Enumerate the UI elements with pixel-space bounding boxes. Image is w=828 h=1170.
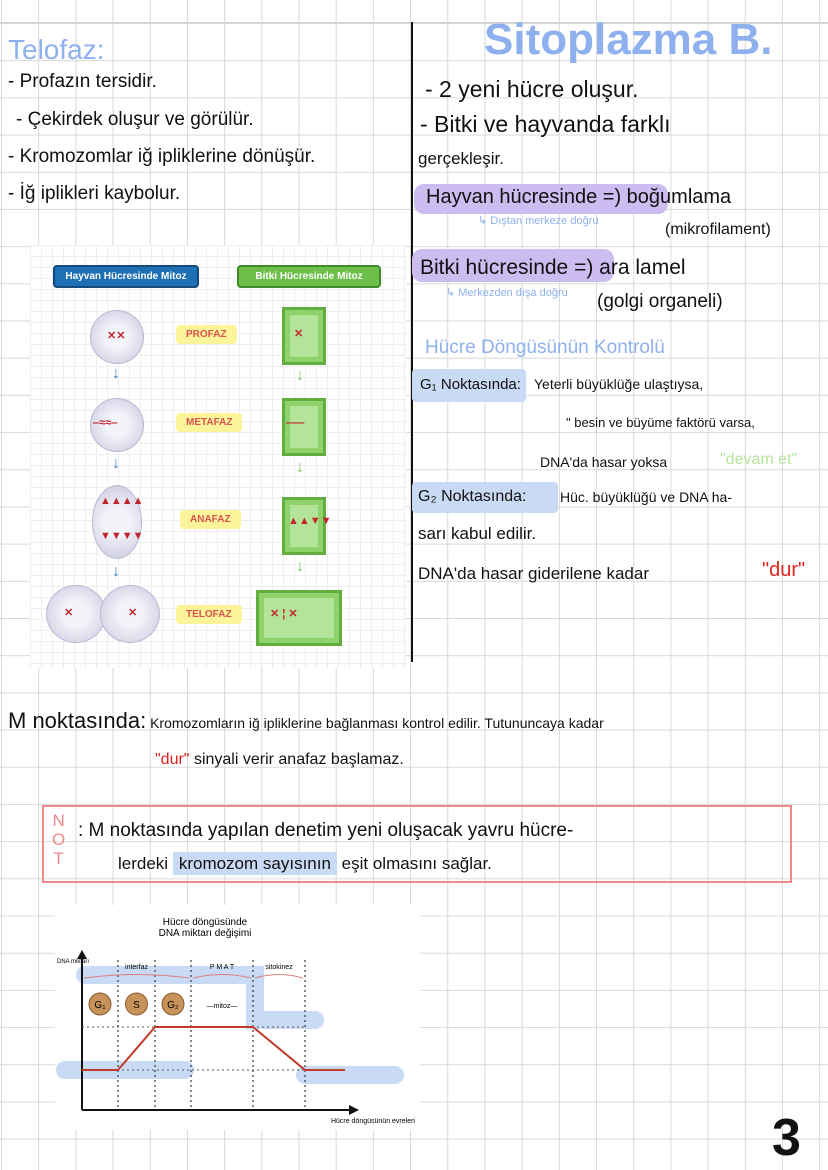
m-point-label: M noktasında: bbox=[8, 708, 147, 733]
g1-text3: DNA'da hasar yoksa bbox=[540, 454, 668, 470]
phase-circle-label: S bbox=[133, 1000, 140, 1011]
chart-title: Hücre döngüsünde bbox=[163, 917, 248, 928]
animal-cell-metafaz bbox=[90, 398, 144, 452]
phase-label-anafaz: ANAFAZ bbox=[180, 510, 241, 529]
plant-cell-profaz bbox=[282, 307, 326, 365]
x-axis-label: Hücre döngüsünün evreleri bbox=[331, 1118, 415, 1125]
dna-chart: Hücre döngüsünde DNA miktarı değişimi DN… bbox=[55, 905, 420, 1130]
down-arrow-icon: ↓ bbox=[112, 455, 120, 472]
m-point-text: Kromozomların iğ ipliklerine bağlanması … bbox=[150, 715, 604, 731]
highlight bbox=[412, 249, 614, 282]
text-line: - Bitki ve hayvanda farklı bbox=[420, 111, 671, 137]
note-label: N O T bbox=[52, 811, 66, 868]
g2-label: G₂ Noktasında: bbox=[418, 488, 527, 505]
down-arrow-icon: ↓ bbox=[296, 459, 304, 476]
phase-label-telofaz: TELOFAZ bbox=[176, 605, 242, 624]
plant-cell-telofaz bbox=[256, 590, 342, 646]
down-arrow-icon: ↓ bbox=[112, 563, 120, 580]
phase-circle bbox=[125, 992, 148, 1016]
g1-text: Yeterli büyüklüğe ulaştıysa, bbox=[534, 376, 704, 392]
animal-cell-telofaz-right bbox=[100, 585, 160, 643]
dur-text: "dur" bbox=[762, 559, 806, 581]
animal-header: Hayvan Hücresinde Mitoz bbox=[53, 265, 199, 288]
top-border bbox=[0, 22, 828, 23]
m-point-line: M noktasında: Kromozomların iğ iplikleri… bbox=[8, 710, 604, 732]
column-divider bbox=[411, 22, 413, 662]
plant-cell-anafaz bbox=[282, 497, 326, 555]
mitosis-figure: Hayvan Hücresinde Mitoz Bitki Hücresinde… bbox=[30, 245, 406, 668]
g2-text2: sarı kabul edilir. bbox=[418, 524, 537, 543]
brace bbox=[83, 974, 190, 979]
g1-text2: " besin ve büyüme faktörü varsa, bbox=[566, 415, 755, 430]
highlight bbox=[412, 369, 526, 402]
phase-circle-label: G₂ bbox=[167, 1000, 179, 1011]
plant-division-text: Bitki hücresinde =) ara lamel bbox=[420, 256, 686, 279]
chart-title-2: DNA miktarı değişimi bbox=[159, 928, 252, 939]
phase-group-label: interfaz bbox=[125, 964, 148, 971]
phase-circle-label: G₁ bbox=[94, 1000, 106, 1011]
y-axis-label: DNA miktarı bbox=[57, 959, 89, 965]
animal-note: ↳ Dıştan merkeze doğru bbox=[478, 215, 599, 227]
animal-paren: (mikrofilament) bbox=[665, 221, 771, 238]
g2-text: Hüc. büyüklüğü ve DNA ha- bbox=[560, 489, 732, 505]
sitoplazma-title: Sitoplazma B. bbox=[484, 15, 773, 64]
list-item: - Kromozomlar iğ ipliklerine dönüşür. bbox=[8, 146, 316, 167]
plant-cell-metafaz bbox=[282, 398, 326, 456]
note-text-2: lerdeki kromozom sayısının eşit olmasını… bbox=[118, 852, 492, 875]
highlight bbox=[412, 482, 558, 513]
text-line: - 2 yeni hücre oluşur. bbox=[425, 76, 639, 102]
plant-paren: (golgi organeli) bbox=[597, 291, 723, 312]
animal-cell-anafaz bbox=[92, 485, 142, 559]
animal-division-text: Hayvan hücresinde =) boğumlama bbox=[426, 186, 732, 208]
y-axis-arrow-icon bbox=[77, 950, 87, 959]
mitoz-label: —mitoz— bbox=[207, 1003, 238, 1010]
phase-group-label: sitokinez bbox=[265, 964, 293, 971]
telofaz-title: Telofaz: bbox=[8, 34, 105, 65]
note-text-1: : M noktasında yapılan denetim yeni oluş… bbox=[78, 820, 574, 841]
devam-et-text: "devam et" bbox=[720, 451, 798, 468]
text-line: gerçekleşir. bbox=[418, 149, 504, 168]
phase-label-profaz: PROFAZ bbox=[176, 325, 237, 344]
phase-circle bbox=[88, 992, 112, 1016]
plant-header: Bitki Hücresinde Mitoz bbox=[237, 265, 381, 288]
m-point-line2: "dur" sinyali verir anafaz başlamaz. bbox=[155, 752, 404, 768]
m-point-text2: sinyali verir anafaz başlamaz. bbox=[193, 751, 404, 768]
list-item: - Çekirdek oluşur ve görülür. bbox=[16, 109, 254, 130]
note-box: N O T : M noktasında yapılan denetim yen… bbox=[42, 805, 792, 883]
brace bbox=[254, 974, 304, 979]
phase-circle bbox=[161, 992, 185, 1016]
phase-group-label: P M A T bbox=[210, 964, 235, 971]
control-title: Hücre Döngüsünün Kontrolü bbox=[425, 337, 665, 358]
down-arrow-icon: ↓ bbox=[112, 365, 120, 382]
page-number: 3 bbox=[772, 1109, 801, 1167]
g2-text3: DNA'da hasar giderilene kadar bbox=[418, 564, 649, 583]
animal-cell-profaz bbox=[90, 310, 144, 364]
x-axis-arrow-icon bbox=[349, 1105, 359, 1115]
plant-note: ↳ Merkezden dışa doğru bbox=[446, 287, 568, 299]
dna-line bbox=[82, 1026, 345, 1071]
phase-label-metafaz: METAFAZ bbox=[176, 413, 243, 432]
list-item: - İğ iplikleri kaybolur. bbox=[8, 183, 181, 204]
animal-cell-telofaz-left bbox=[46, 585, 106, 643]
highlight bbox=[414, 184, 668, 214]
highlight: kromozom sayısının bbox=[172, 852, 337, 875]
dur-text: "dur" bbox=[155, 751, 190, 768]
list-item: - Profazın tersidir. bbox=[8, 71, 157, 92]
down-arrow-icon: ↓ bbox=[296, 367, 304, 384]
down-arrow-icon: ↓ bbox=[296, 558, 304, 575]
brace bbox=[192, 974, 252, 979]
g1-label: G₁ Noktasında: bbox=[420, 376, 521, 393]
